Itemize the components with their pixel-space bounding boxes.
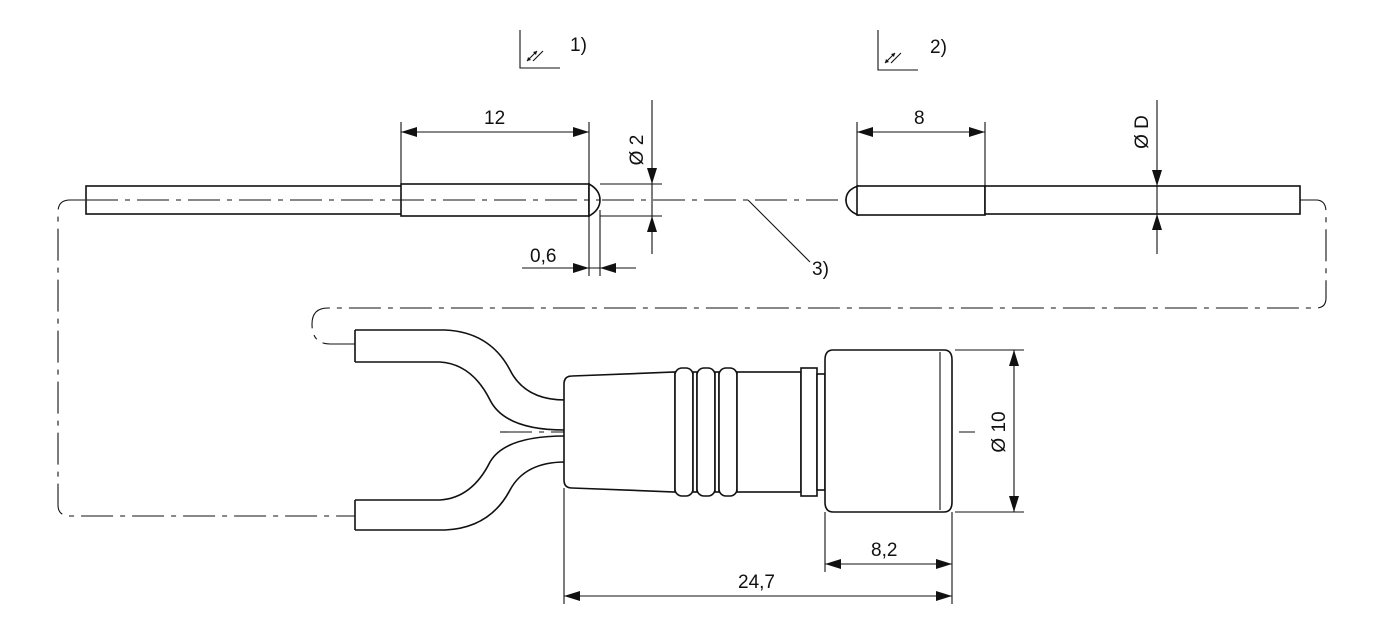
- connector-diameter-label: Ø 10: [989, 411, 1010, 452]
- note-3-label: 3): [812, 259, 829, 280]
- dimension-left-tip-length: 12: [400, 108, 590, 184]
- dimension-right-tip-length: 8: [856, 108, 986, 186]
- grip-ring-1: [674, 367, 694, 497]
- right-probe: [845, 184, 1301, 217]
- left-tip-diameter-label: Ø 2: [627, 135, 648, 166]
- parallel-mark-icon: [519, 30, 560, 69]
- cable-return-path: [311, 199, 1327, 345]
- lead-wire-lower-inner: [355, 435, 566, 501]
- dimension-left-tip-diameter: Ø 2: [600, 100, 662, 254]
- left-probe: [85, 182, 601, 218]
- connector-barrel: [736, 371, 802, 493]
- left-tip-offset-label: 0,6: [530, 246, 556, 267]
- right-probe-sleeve: [856, 185, 986, 216]
- connector-taper: [563, 371, 676, 493]
- grip-ring-3: [718, 367, 738, 497]
- connector-body: [354, 329, 975, 531]
- overall-length-label: 24,7: [738, 572, 775, 593]
- nut-length-label: 8,2: [871, 540, 897, 561]
- left-tip-length-label: 12: [484, 108, 505, 129]
- connector-neck: [816, 373, 826, 491]
- dimension-connector-diameter: Ø 10: [955, 349, 1024, 513]
- lead-wire-upper: [355, 329, 566, 401]
- cable-centerline-path: [57, 199, 355, 517]
- parallel-mark-icon: [877, 30, 918, 71]
- dimension-overall-length: 24,7: [563, 488, 952, 604]
- connector-collar: [800, 367, 818, 497]
- note-3-leader: 3): [747, 199, 829, 280]
- note-2-label: 2): [930, 37, 947, 58]
- right-probe-tip: [845, 184, 859, 217]
- dimension-nut-length: 8,2: [824, 512, 953, 604]
- note-2-symbol: 2): [877, 30, 947, 71]
- dimension-right-tip-diameter: Ø D: [1132, 100, 1162, 254]
- right-probe-shaft: [984, 185, 1301, 215]
- dimension-left-tip-offset: 0,6: [522, 210, 636, 276]
- right-tip-length-label: 8: [914, 108, 925, 129]
- lead-wire-lower: [355, 461, 566, 531]
- note-1-symbol: 1): [519, 30, 587, 69]
- note-1-label: 1): [570, 35, 587, 56]
- lead-wire-upper-inner: [355, 361, 566, 431]
- grip-ring-2: [696, 367, 716, 497]
- right-tip-diameter-label: Ø D: [1132, 115, 1153, 149]
- connector-nut: [824, 349, 953, 513]
